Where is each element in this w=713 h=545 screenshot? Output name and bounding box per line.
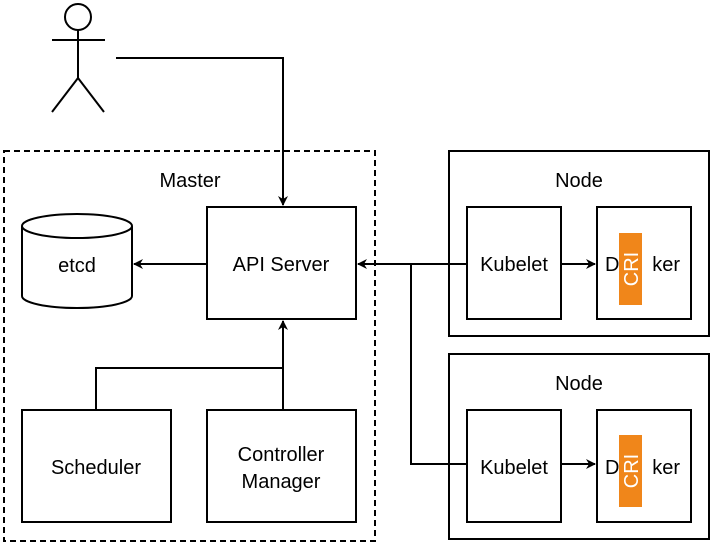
- scheduler-box: Scheduler: [21, 409, 172, 523]
- node-1-kubelet-label: Kubelet: [480, 254, 548, 276]
- master-boundary: [3, 150, 376, 542]
- node-2-label: Node: [555, 373, 603, 395]
- user-to-api-arrow: [116, 57, 288, 206]
- kubelet-2-to-api-line: [410, 264, 467, 465]
- node-1-kubelet-box: [466, 206, 562, 320]
- scheduler-to-api-line: [95, 367, 283, 410]
- api-server-box: API Server: [206, 206, 357, 320]
- node-2-box: Node Kubelet D ker CRI: [448, 353, 710, 540]
- node-2-cri-badge: [619, 435, 642, 507]
- node-1-docker-label-tail: ker: [652, 254, 680, 276]
- etcd-label: etcd: [58, 255, 96, 277]
- node-1-cri-badge: [619, 233, 642, 305]
- node-2-docker-box: [596, 409, 692, 523]
- controller-manager-label-line2: Manager: [242, 471, 321, 493]
- controller-manager-box: Controller Manager: [206, 409, 357, 523]
- master-label: Master: [159, 170, 220, 192]
- node-1-docker-box: [596, 206, 692, 320]
- node-1-box: Node Kubelet D ker CRI: [448, 150, 710, 337]
- node-2-kubelet-box: [466, 409, 562, 523]
- node-2-kubelet-label: Kubelet: [480, 457, 548, 479]
- node-1-label: Node: [555, 170, 603, 192]
- node-1-cri-label: CRI: [621, 252, 643, 286]
- scheduler-label: Scheduler: [51, 457, 141, 479]
- node-2-cri-label: CRI: [621, 454, 643, 488]
- node-1-docker-label-head: D: [605, 254, 619, 276]
- api-server-label: API Server: [233, 254, 330, 276]
- controller-manager-label-line1: Controller: [238, 444, 325, 466]
- etcd-datastore: etcd: [21, 213, 133, 309]
- user-actor-icon: [51, 3, 105, 113]
- node-2-docker-label-tail: ker: [652, 457, 680, 479]
- node-2-docker-label-head: D: [605, 457, 619, 479]
